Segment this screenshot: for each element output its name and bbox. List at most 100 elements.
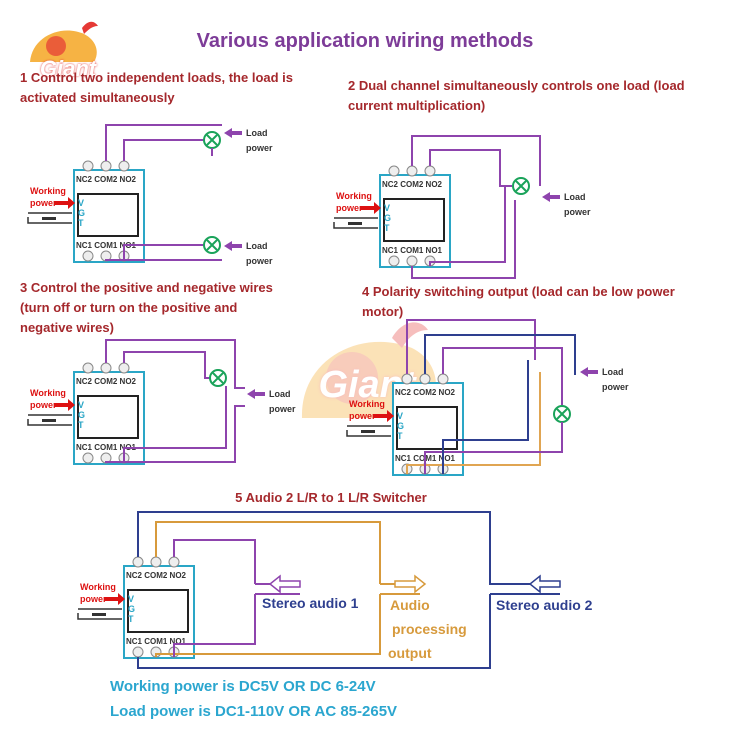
m4-no1-wire	[442, 360, 529, 474]
module-4-pin-t: T	[397, 431, 403, 441]
module-4-pin-v: V	[397, 411, 403, 421]
page-title: Various application wiring methods	[196, 30, 534, 52]
m2-lamp-cross	[515, 180, 527, 192]
module-2-power-arrow	[360, 202, 381, 214]
module-3-top-terminal-0	[82, 362, 94, 374]
module-2-bottom-terminal-1	[406, 255, 418, 267]
module-5-power-label: power	[80, 594, 107, 604]
m3-com1-wire	[105, 405, 245, 463]
module-5-working-label: Working	[80, 582, 116, 592]
m5-no1-wire	[173, 594, 256, 657]
m2-com1-wire	[411, 200, 516, 279]
module-1-bottom-terminal-0	[82, 250, 94, 262]
module-1-top-terminal-1	[100, 160, 112, 172]
module-3-power-arrow	[54, 399, 75, 411]
module-4-t-wire	[346, 430, 391, 437]
m3-load-line2: power	[269, 404, 296, 414]
m5-no2-wire	[173, 539, 256, 584]
module-3-top-terminal-2	[118, 362, 130, 374]
caption-4: 4 Polarity switching output (load can be…	[362, 284, 675, 319]
module-1-power-arrow	[54, 197, 75, 209]
m5-com1-wire	[155, 594, 381, 657]
m1-lamp-top-cross	[206, 134, 218, 146]
m1-no1-wire	[123, 244, 205, 261]
m3-no1-wire	[123, 386, 227, 463]
module-3-bottom-terminal-0	[82, 452, 94, 464]
module-2-bottom-terminal-0	[388, 255, 400, 267]
caption-3: 3 Control the positive and negative wire…	[20, 280, 273, 335]
m4-load-line2: power	[602, 382, 629, 392]
m4-com2-wire	[424, 334, 576, 375]
module-3-working-label: Working	[30, 388, 66, 398]
m5-nc1-wire	[137, 594, 491, 669]
m3-load-arrow	[247, 389, 265, 399]
m1-load-bottom-line1: Load	[246, 241, 268, 251]
module-5-pin-t: T	[128, 614, 134, 624]
m2-com2-wire	[411, 135, 541, 186]
m4-nc2-wire	[406, 319, 536, 374]
m2-no1-wire	[429, 186, 506, 266]
m5-stereo1-arrow	[268, 574, 301, 594]
module-2-top-label: NC2 COM2 NO2	[382, 180, 443, 189]
brand-logo: Giant	[22, 16, 114, 81]
module-2-bottom-label: NC1 COM1 NO1	[382, 246, 443, 255]
module-3-button	[42, 419, 56, 422]
m1-load-top-line2: power	[246, 143, 273, 153]
module-2-pin-t: T	[384, 223, 390, 233]
module-5-pin-v: V	[128, 594, 134, 604]
module-1-button	[42, 217, 56, 220]
module-1-working-label: Working	[30, 186, 66, 196]
m4-no2-wire	[442, 347, 563, 405]
m5-stereo2-arrow	[528, 574, 561, 594]
module-4-power-arrow	[373, 410, 394, 422]
module-5-pin-g: G	[128, 604, 135, 614]
module-3-t-wire	[27, 419, 72, 426]
m4-lamp-cross	[556, 408, 568, 420]
module-2-top-terminal-1	[406, 165, 418, 177]
m4-load-line1: Load	[602, 367, 624, 377]
module-3-pin-v: V	[78, 400, 84, 410]
m1-com1-wire	[105, 259, 222, 261]
caption-2: 2 Dual channel simultaneously controls o…	[348, 78, 685, 113]
module-1-pin-g: G	[78, 208, 85, 218]
module-5-t-wire	[77, 613, 122, 620]
module-2-pin-g: G	[384, 213, 391, 223]
m4-nc1-wire	[406, 372, 541, 474]
m3-load-line1: Load	[269, 389, 291, 399]
module-2-top-terminal-2	[424, 165, 436, 177]
whale-logo-icon	[30, 21, 98, 62]
m3-lamp-cross	[212, 372, 224, 384]
module-1-pin-v: V	[78, 198, 84, 208]
module-2-relay	[383, 198, 445, 242]
m3-no2-wire	[123, 351, 210, 379]
m1-no2-wire	[123, 139, 205, 161]
module-5-power-arrow	[104, 593, 125, 605]
module-3-top-label: NC2 COM2 NO2	[76, 377, 137, 386]
working-power-note: Working power is DC5V OR DC 6-24V	[110, 678, 376, 695]
module-5-top-terminal-1	[150, 556, 162, 568]
stereo-audio-2-label: Stereo audio 2	[496, 597, 593, 613]
module-4-relay	[396, 406, 458, 450]
module-3-top-terminal-1	[100, 362, 112, 374]
module-1-bottom-label: NC1 COM1 NO1	[76, 241, 137, 250]
audio-processing-line2: processing	[392, 621, 467, 637]
m4-load-arrow	[580, 367, 598, 377]
m1-com2-wire	[105, 124, 222, 161]
module-5-bottom-terminal-0	[132, 646, 144, 658]
m2-load-line1: Load	[564, 192, 586, 202]
module-4-top-label: NC2 COM2 NO2	[395, 388, 456, 397]
module-3-power-label: power	[30, 400, 57, 410]
module-5-relay	[127, 589, 189, 633]
brand-logo-text: Giant	[39, 56, 97, 81]
audio-processing-line3: output	[388, 645, 432, 661]
module-5-top-label: NC2 COM2 NO2	[126, 571, 187, 580]
module-3-relay	[77, 395, 139, 439]
caption-1: 1 Control two independent loads, the loa…	[20, 70, 294, 105]
module-2-power-label: power	[336, 203, 363, 213]
module-4-working-label: Working	[349, 399, 385, 409]
m1-load-top-line1: Load	[246, 128, 268, 138]
module-5-top-terminal-0	[132, 556, 144, 568]
module-1-top-terminal-2	[118, 160, 130, 172]
module-3-pin-g: G	[78, 410, 85, 420]
